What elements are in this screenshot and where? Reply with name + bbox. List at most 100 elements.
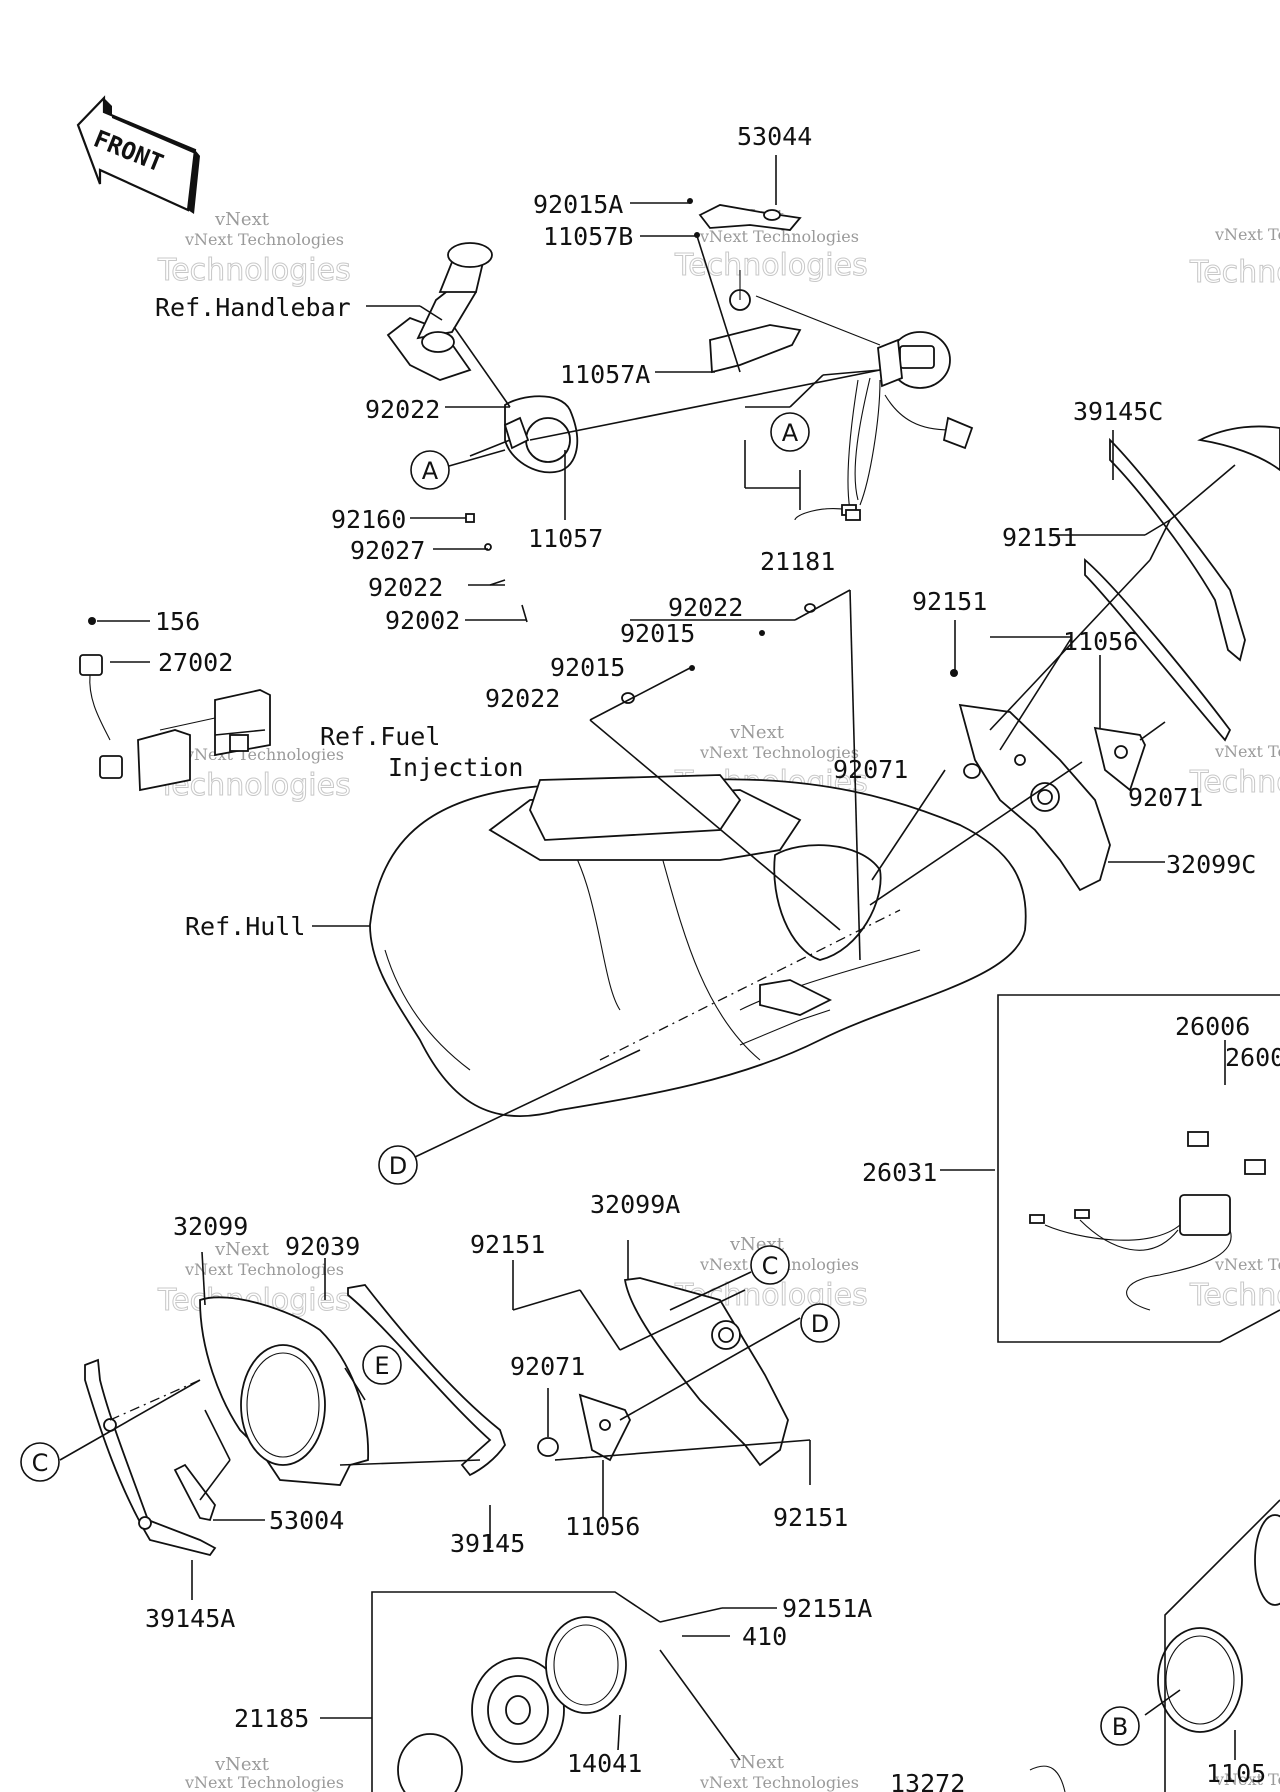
- label-92022-c: 92022: [668, 593, 743, 622]
- callout-b: B: [1100, 1706, 1140, 1746]
- label-53004: 53004: [269, 1506, 344, 1535]
- label-26006-b: 2600: [1225, 1043, 1280, 1072]
- front-arrow-icon: FRONT: [76, 95, 200, 214]
- hull-outline: [369, 774, 1027, 1118]
- svg-text:D: D: [389, 1152, 407, 1180]
- svg-text:vNext Technologies: vNext Technologies: [699, 1773, 859, 1792]
- speaker-ring-right: [1029, 1514, 1280, 1792]
- fuse-box-frame: [997, 994, 1280, 1343]
- label-11057a: 11057A: [560, 360, 650, 389]
- svg-text:vNext: vNext: [214, 209, 270, 230]
- svg-text:Technologies: Technologies: [157, 253, 351, 288]
- label-11057b: 11057B: [543, 222, 633, 251]
- label-39145a: 39145A: [145, 1604, 235, 1633]
- label-ref-hull: Ref.Hull: [185, 912, 305, 941]
- label-39145c: 39145C: [1073, 397, 1163, 426]
- leader-lines: [59, 155, 1236, 1761]
- part-labels: 53044 92015A 11057B Ref.Handlebar 11057A…: [145, 122, 1280, 1792]
- label-92022-b: 92022: [368, 573, 443, 602]
- label-92015-a: 92015: [620, 619, 695, 648]
- svg-text:Technologies: Technologies: [1189, 255, 1280, 290]
- label-11057: 11057: [528, 524, 603, 553]
- svg-text:Technologies: Technologies: [1189, 1278, 1280, 1313]
- callout-c-left: C: [20, 1442, 60, 1482]
- label-92002: 92002: [385, 606, 460, 635]
- label-92151-a: 92151: [1002, 523, 1077, 552]
- bracket-11056-top: [1093, 726, 1146, 792]
- svg-text:vNext Technologies: vNext Technologies: [1214, 1255, 1280, 1274]
- svg-text:vNext: vNext: [729, 722, 785, 743]
- fuse-harness-26031: [1029, 1131, 1266, 1311]
- label-92015-b: 92015: [550, 653, 625, 682]
- svg-text:vNext Technologies: vNext Technologies: [184, 230, 344, 249]
- callout-e: E: [362, 1345, 402, 1385]
- label-92151-b: 92151: [912, 587, 987, 616]
- label-27002: 27002: [158, 648, 233, 677]
- label-ref-handlebar: Ref.Handlebar: [155, 293, 351, 322]
- watermark-12: vNext Technologies: [1214, 1770, 1280, 1789]
- relay-bracket-27002: [79, 654, 271, 792]
- label-92039: 92039: [285, 1232, 360, 1261]
- trim-39145c: [1084, 425, 1280, 742]
- label-32099a: 32099A: [590, 1190, 680, 1219]
- label-32099: 32099: [173, 1212, 248, 1241]
- speaker-box-frame: [371, 1591, 661, 1792]
- label-26031: 26031: [862, 1158, 937, 1187]
- svg-text:Technologies: Technologies: [1189, 765, 1280, 800]
- grommet-92071-bottom: [537, 1437, 559, 1457]
- svg-text:B: B: [1112, 1713, 1128, 1741]
- svg-text:vNext Technologies: vNext Technologies: [1214, 742, 1280, 761]
- trim-39145: [347, 1284, 506, 1477]
- label-92015a: 92015A: [533, 190, 623, 219]
- label-32099c: 32099C: [1166, 850, 1256, 879]
- svg-text:vNext Technologies: vNext Technologies: [184, 1773, 344, 1792]
- label-92151-c: 92151: [470, 1230, 545, 1259]
- meter-bracket-11057b: [698, 204, 802, 231]
- panel-32099: [199, 1296, 369, 1486]
- watermark-9: vNext Technologies Technologies: [1189, 1255, 1280, 1314]
- label-ref-fuel: Ref.Fuel: [320, 722, 440, 751]
- watermark-1: vNext vNext Technologies Technologies: [157, 209, 352, 289]
- handlebar-post: [386, 242, 493, 381]
- callout-d-hull: D: [378, 1145, 418, 1185]
- fasteners-top: [88, 198, 981, 779]
- watermark-6: vNext Technologies Technologies: [1189, 742, 1280, 801]
- label-13272: 13272: [890, 1769, 965, 1792]
- label-92151a: 92151A: [782, 1594, 872, 1623]
- watermark-10: vNext vNext Technologies: [184, 1754, 344, 1792]
- handlebar-cover-11057: [503, 395, 579, 474]
- svg-text:A: A: [422, 457, 439, 485]
- label-410: 410: [742, 1622, 787, 1651]
- label-11056-b: 11056: [565, 1512, 640, 1541]
- svg-text:A: A: [782, 419, 799, 447]
- svg-text:vNext Technologies: vNext Technologies: [1214, 1770, 1280, 1789]
- svg-text:vNext Technologies: vNext Technologies: [699, 227, 859, 246]
- label-92071-a: 92071: [833, 755, 908, 784]
- speaker-14041: [397, 1616, 627, 1792]
- callout-a-left: A: [410, 450, 450, 490]
- label-53044: 53044: [737, 122, 812, 151]
- label-92160: 92160: [331, 505, 406, 534]
- svg-text:D: D: [811, 1310, 829, 1338]
- label-1105x: 1105: [1206, 1759, 1266, 1788]
- label-92151-d: 92151: [773, 1503, 848, 1532]
- watermark-3: vNext Technologies Technologies: [1189, 225, 1280, 291]
- meter-21181: [755, 295, 974, 521]
- label-92071-c: 92071: [510, 1352, 585, 1381]
- callout-d-panel: D: [800, 1303, 840, 1343]
- bracket-11056-bottom: [578, 1393, 632, 1462]
- label-156: 156: [155, 607, 200, 636]
- panel-32099c: [958, 703, 1111, 892]
- svg-text:C: C: [32, 1449, 49, 1477]
- svg-text:vNext Technologies: vNext Technologies: [184, 1260, 344, 1279]
- svg-text:vNext Technologies: vNext Technologies: [699, 743, 859, 762]
- label-21181: 21181: [760, 547, 835, 576]
- svg-text:vNext: vNext: [214, 1239, 270, 1260]
- svg-text:C: C: [762, 1252, 779, 1280]
- svg-text:vNext: vNext: [214, 1754, 270, 1775]
- svg-text:E: E: [374, 1352, 389, 1380]
- label-11056-a: 11056: [1063, 627, 1138, 656]
- label-92027: 92027: [350, 536, 425, 565]
- watermark-7: vNext vNext Technologies Technologies: [157, 1239, 352, 1319]
